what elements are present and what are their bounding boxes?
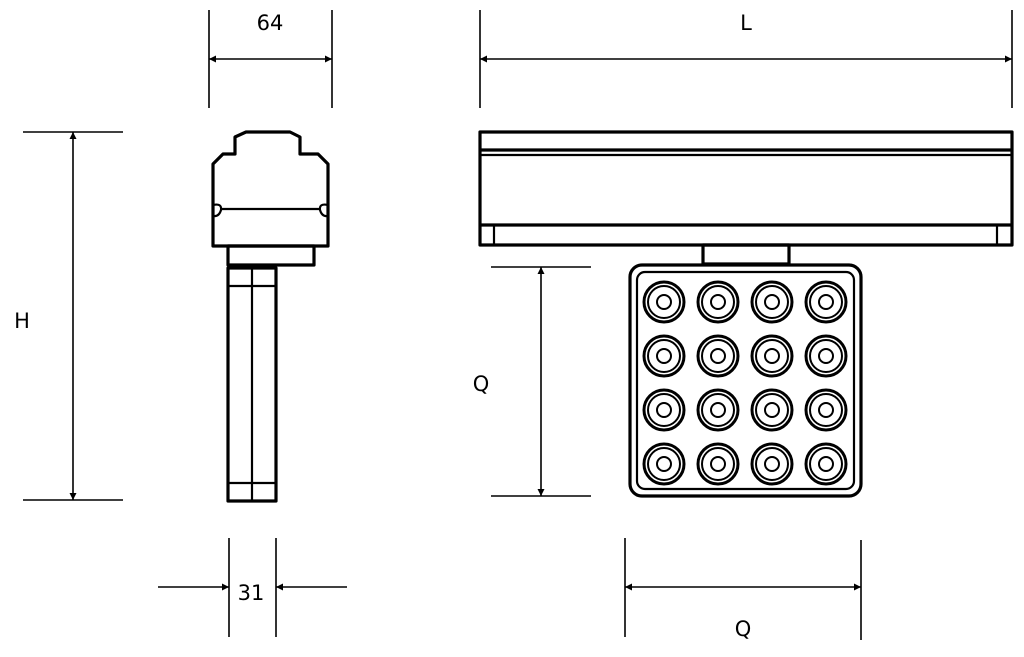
led-lens <box>750 280 794 324</box>
front-connector-stem <box>701 243 791 266</box>
led-lens-ring <box>804 280 848 324</box>
led-head-outer <box>628 263 863 498</box>
led-lens-ring <box>647 393 681 427</box>
led-head-inner <box>635 270 856 491</box>
led-lens <box>750 334 794 378</box>
led-lens-ring <box>750 334 794 378</box>
dim-Qh-label: Q <box>735 617 752 641</box>
side-adapter-housing <box>211 130 330 248</box>
led-grid <box>642 280 848 486</box>
side-view <box>211 130 330 503</box>
led-emitter <box>656 294 672 310</box>
led-emitter <box>764 456 780 472</box>
led-lens <box>750 442 794 486</box>
led-lens-ring <box>804 388 848 432</box>
led-lens <box>804 280 848 324</box>
led-lens-ring <box>804 442 848 486</box>
dim-64-label: 64 <box>257 11 284 35</box>
dim-L-label: L <box>740 11 752 35</box>
led-emitter <box>656 456 672 472</box>
led-lens <box>642 442 686 486</box>
led-lens-ring <box>755 393 789 427</box>
led-lens-ring <box>755 447 789 481</box>
led-emitter <box>764 294 780 310</box>
led-lens-ring <box>750 442 794 486</box>
led-lens-ring <box>755 285 789 319</box>
dimension-H: H <box>14 131 123 501</box>
led-lens-ring <box>755 339 789 373</box>
led-lens <box>804 334 848 378</box>
led-emitter <box>818 294 834 310</box>
dimension-31: 31 <box>158 538 347 637</box>
led-emitter <box>710 402 726 418</box>
led-lens-ring <box>647 447 681 481</box>
led-lens <box>696 334 740 378</box>
led-lens-ring <box>701 339 735 373</box>
dim-Qv-label: Q <box>473 372 490 396</box>
led-emitter <box>818 402 834 418</box>
led-lens <box>750 388 794 432</box>
led-lens-ring <box>642 280 686 324</box>
led-lens-ring <box>809 393 843 427</box>
dimension-Q-horizontal: Q <box>624 538 862 641</box>
led-lens-ring <box>750 280 794 324</box>
led-emitter <box>764 348 780 364</box>
led-lens <box>804 442 848 486</box>
led-emitter <box>710 348 726 364</box>
led-emitter <box>656 402 672 418</box>
led-lens-ring <box>647 285 681 319</box>
led-lens-ring <box>696 388 740 432</box>
led-emitter <box>818 456 834 472</box>
led-lens-ring <box>642 334 686 378</box>
led-emitter <box>710 294 726 310</box>
led-lens <box>642 388 686 432</box>
led-emitter <box>656 348 672 364</box>
led-emitter <box>710 456 726 472</box>
led-lens-ring <box>809 447 843 481</box>
led-emitter <box>764 402 780 418</box>
dim-31-label: 31 <box>238 581 265 605</box>
led-lens-ring <box>701 393 735 427</box>
led-lens-ring <box>804 334 848 378</box>
led-lens-ring <box>647 339 681 373</box>
led-lens-ring <box>750 388 794 432</box>
dimension-Q-vertical: Q <box>473 266 591 497</box>
led-lens <box>696 442 740 486</box>
dimension-L: L <box>479 10 1013 108</box>
led-lens-ring <box>642 442 686 486</box>
led-lens <box>642 280 686 324</box>
front-view <box>478 130 1014 498</box>
led-lens-ring <box>701 285 735 319</box>
led-lens-ring <box>642 388 686 432</box>
led-lens-ring <box>809 339 843 373</box>
led-lens-ring <box>696 280 740 324</box>
led-lens <box>696 388 740 432</box>
led-lens <box>642 334 686 378</box>
side-neck <box>226 244 316 267</box>
dim-H-label: H <box>14 309 30 333</box>
led-lens-ring <box>701 447 735 481</box>
led-lens-ring <box>696 442 740 486</box>
dimension-64: 64 <box>208 10 333 108</box>
led-emitter <box>818 348 834 364</box>
led-lens <box>804 388 848 432</box>
led-lens-ring <box>696 334 740 378</box>
led-lens <box>696 280 740 324</box>
led-lens-ring <box>809 285 843 319</box>
